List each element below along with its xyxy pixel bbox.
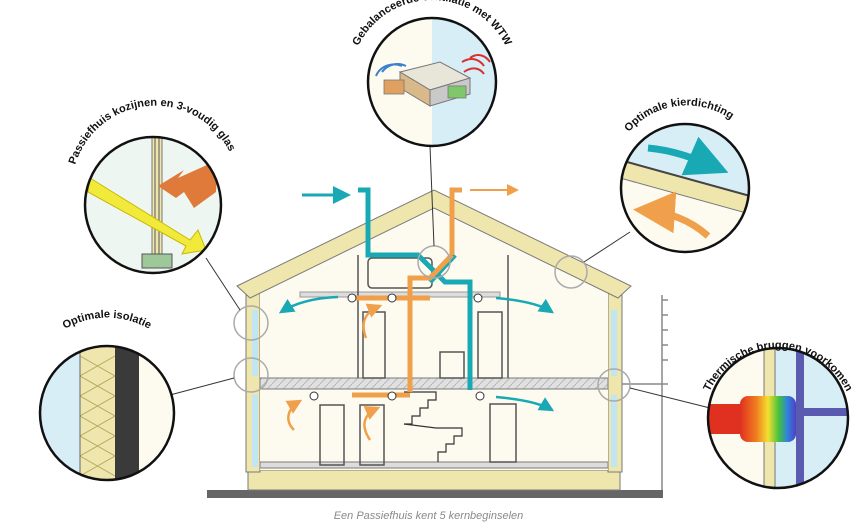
callout-insulation: Optimale isolatie [38,309,176,482]
sunlight-arrow-icon [87,177,207,255]
leader-lines [169,145,711,409]
callout-airtight: Optimale kierdichting [619,96,751,254]
room-airflow-arrows [278,295,555,441]
stairs [403,391,463,462]
window-frame-icon [141,137,173,269]
callout-thermal-bridges: Thermische bruggen voorkomen [701,339,855,490]
balcony-bracket-icon [796,348,804,488]
foundation-slab [247,469,621,491]
heat-exchanger-unit-icon [383,61,472,107]
cold-air-arrow-icon [647,136,729,176]
masonry-layer-icon [115,346,139,480]
ground-floor [259,461,609,469]
callout-ventilation: Gebalanceerde ventilatie met WTW [350,0,514,148]
heat-retention-arrow-icon [158,160,218,208]
airflow-swirl-icons [375,54,491,77]
interior [260,210,608,470]
window-right-upper [611,310,617,376]
figure-caption: Een Passiefhuis kent 5 kernbeginselen [333,510,524,522]
window-left-lower [252,395,258,467]
air-valves [309,293,485,401]
house-cross-section [169,145,711,498]
window-right-lower [611,395,617,467]
roof [236,189,632,299]
warm-air-arrow-icon [633,191,711,239]
window-left-upper [252,310,258,376]
label-insulation: Optimale isolatie [61,309,154,332]
callout-windows: Passiefhuis kozijnen en 3-voudig glas [67,97,238,275]
ground-line [207,490,663,498]
first-floor [259,377,609,390]
